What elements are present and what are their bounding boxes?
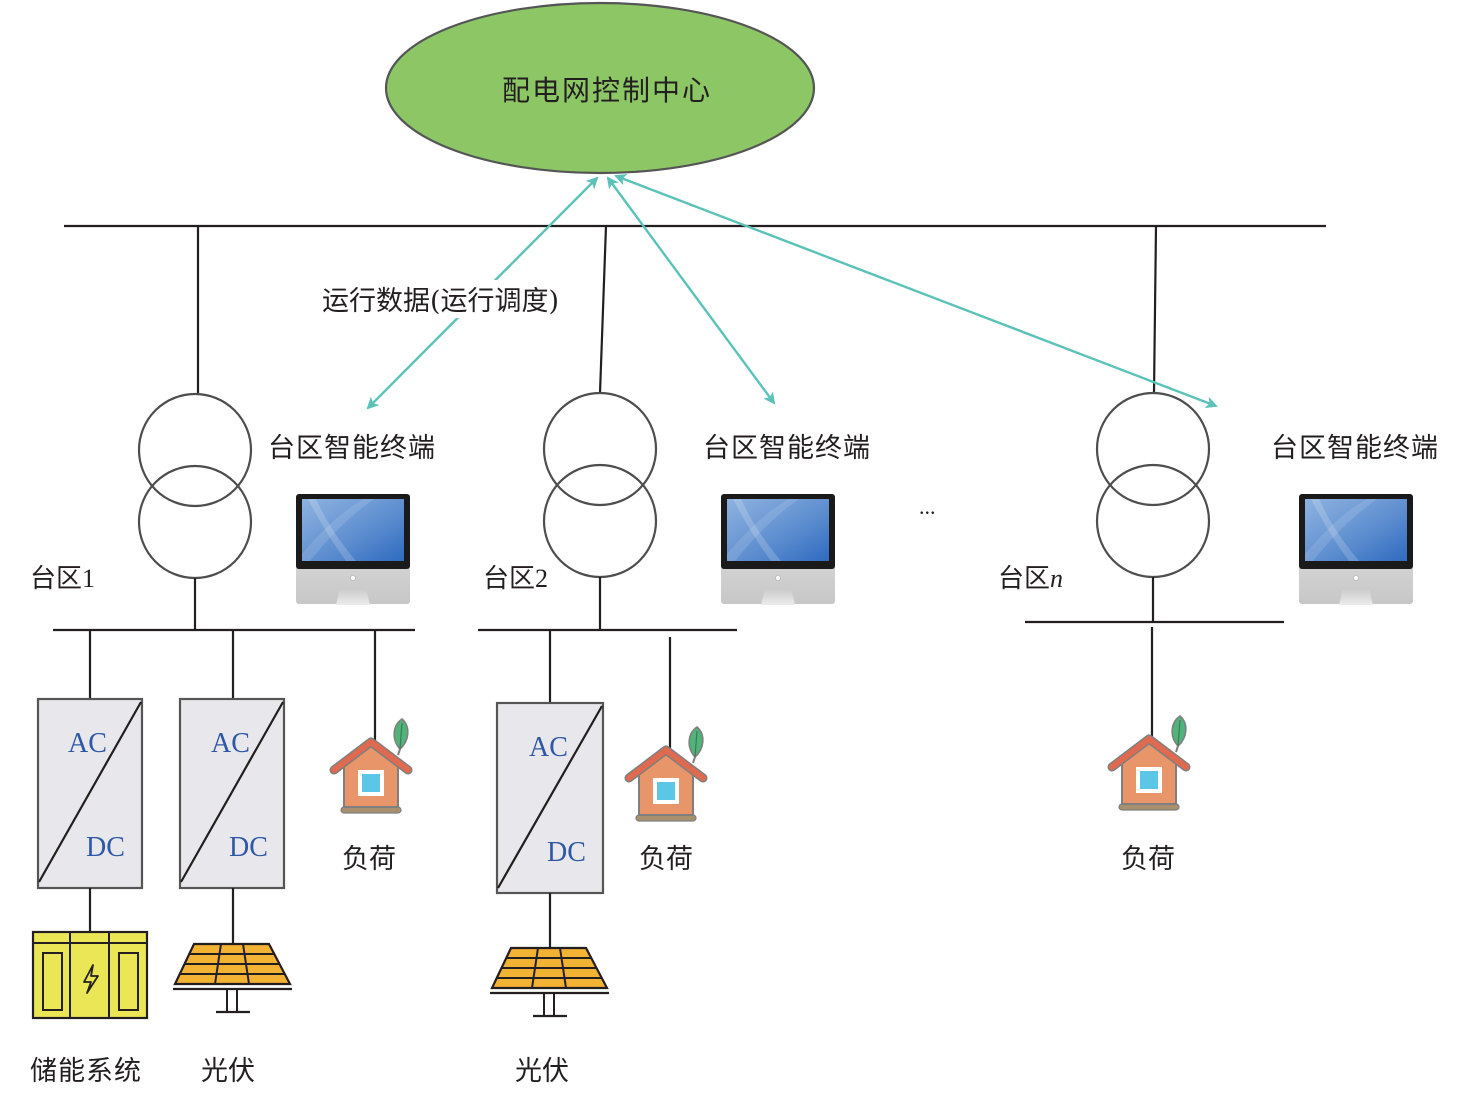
zone-name: 台区n [998,564,1063,594]
transformer-primary-coil [1095,391,1211,507]
load-house-icon [1112,716,1186,810]
more-zones-ellipsis: ... [919,494,936,519]
converter-diagonal [38,701,142,883]
converter-ac-label: AC [211,728,250,759]
transformer-secondary-coil [542,463,658,579]
comm-arrow-zone-2 [606,176,776,405]
converter-dc-label: DC [229,832,268,863]
storage-label: 储能系统 [30,1056,142,1087]
load-house-icon [334,719,408,813]
pv-label: 光伏 [201,1056,255,1087]
smart-terminal-monitor-icon [1298,493,1414,606]
load-house-icon [629,727,703,821]
transformer-primary-coil [542,391,658,507]
converter-diagonal [180,701,284,883]
ac-dc-converter: AC DC [495,701,605,895]
load-label: 负荷 [342,844,396,875]
converter-dc-label: DC [86,832,125,863]
zone-n: 台区n 台区智能终端 负荷 [998,391,1439,875]
ac-dc-converter: AC DC [36,697,144,890]
smart-terminal-monitor-icon [295,493,411,606]
converter-diagonal [497,705,603,889]
link-label-bg [320,280,598,318]
comm-arrow-zone-n [614,173,1218,409]
ac-dc-converter: AC DC [178,697,286,890]
zone-name: 台区2 [483,564,548,594]
zone-2: 台区2 台区智能终端 AC DC 光伏 负荷 [478,391,871,1087]
feeder-zone-n [1152,225,1158,394]
transformer-primary-coil [137,392,253,508]
load-label: 负荷 [1121,844,1175,875]
smart-terminal-monitor-icon [720,493,836,606]
solar-panel-icon [488,946,611,1018]
energy-storage-icon [31,930,149,1020]
converter-ac-label: AC [529,732,568,763]
control-center-ellipse [384,1,816,175]
converter-dc-label: DC [547,837,586,868]
pv-label: 光伏 [515,1056,569,1087]
transformer-secondary-coil [1095,463,1211,579]
feeder-zone-2 [598,225,608,394]
transformer-secondary-coil [137,464,253,580]
load-label: 负荷 [639,844,693,875]
converter-ac-label: AC [68,728,107,759]
zone-name: 台区1 [30,564,95,594]
control-center: 配电网控制中心 [384,1,816,175]
terminal-label: 台区智能终端 [1271,433,1439,464]
terminal-label: 台区智能终端 [268,433,436,464]
solar-panel-icon [171,942,294,1014]
terminal-label: 台区智能终端 [703,433,871,464]
zone-1: 台区1 台区智能终端 AC DC 储能系统 AC DC 光伏 负荷 [30,392,436,1087]
control-center-label: 配电网控制中心 [502,74,712,107]
link-label: 运行数据(运行调度) [322,286,559,317]
